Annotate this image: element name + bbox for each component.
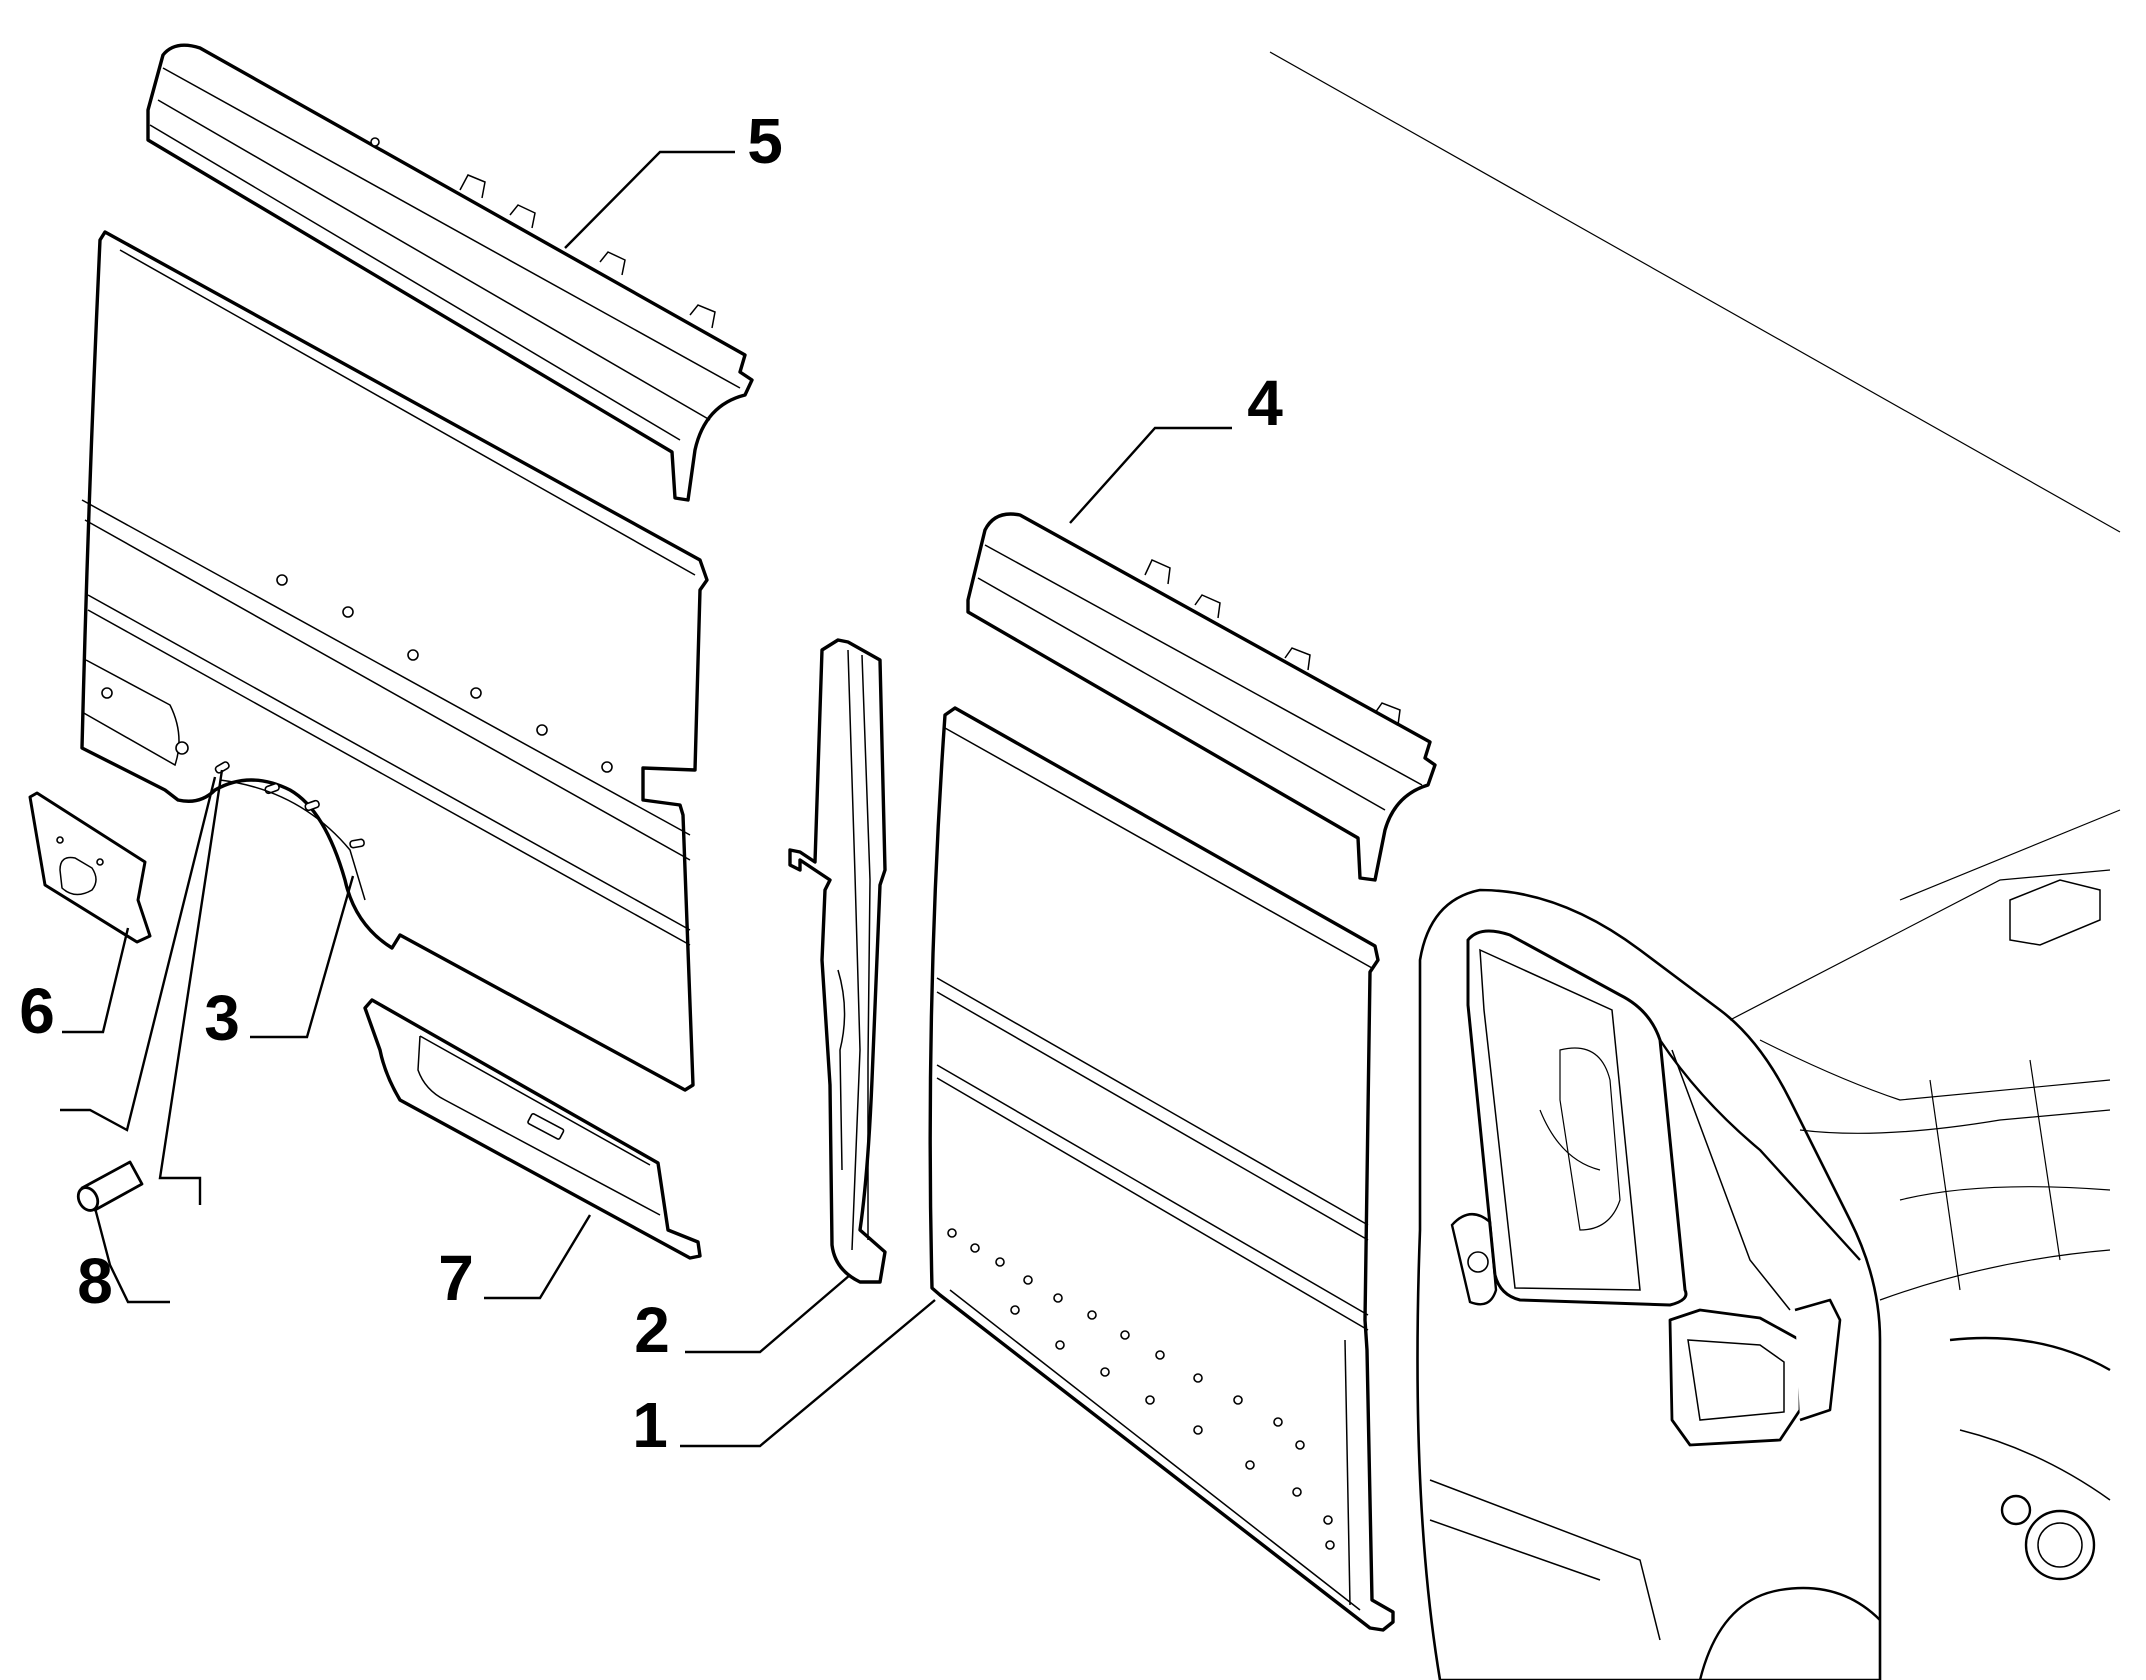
leader-7	[484, 1214, 592, 1300]
leader-8-arch-a	[60, 776, 217, 1132]
sliding-door-panel	[928, 706, 1395, 1632]
van-cab	[1416, 869, 2111, 1680]
callout-6: 6	[19, 975, 55, 1047]
van-body-outline	[1269, 51, 2121, 901]
leader-8	[93, 1207, 170, 1304]
callout-2: 2	[634, 1294, 670, 1366]
callout-3: 3	[204, 982, 240, 1054]
rear-side-panel	[80, 230, 709, 1092]
pin	[76, 1160, 144, 1212]
trim-plate	[28, 791, 152, 944]
callout-4: 4	[1247, 367, 1283, 439]
upper-rear-panel	[146, 43, 754, 502]
leader-2	[685, 1274, 851, 1354]
callout-1: 1	[632, 1389, 668, 1461]
upper-side-panel	[966, 512, 1437, 882]
leader-8-arch-b	[158, 769, 224, 1205]
leader-4	[1069, 426, 1232, 524]
leader-lines	[60, 150, 1232, 1448]
lower-moulding	[363, 998, 702, 1260]
leader-1	[680, 1299, 936, 1448]
leader-3	[250, 875, 355, 1039]
leader-6	[62, 927, 130, 1034]
callout-5: 5	[747, 105, 783, 177]
callout-7: 7	[438, 1242, 474, 1314]
callout-labels: 5 4 6 3 8 7 2 1	[19, 105, 1283, 1461]
leader-5	[564, 150, 735, 249]
pillar-reinforcement	[788, 638, 887, 1284]
callout-8: 8	[77, 1245, 113, 1317]
